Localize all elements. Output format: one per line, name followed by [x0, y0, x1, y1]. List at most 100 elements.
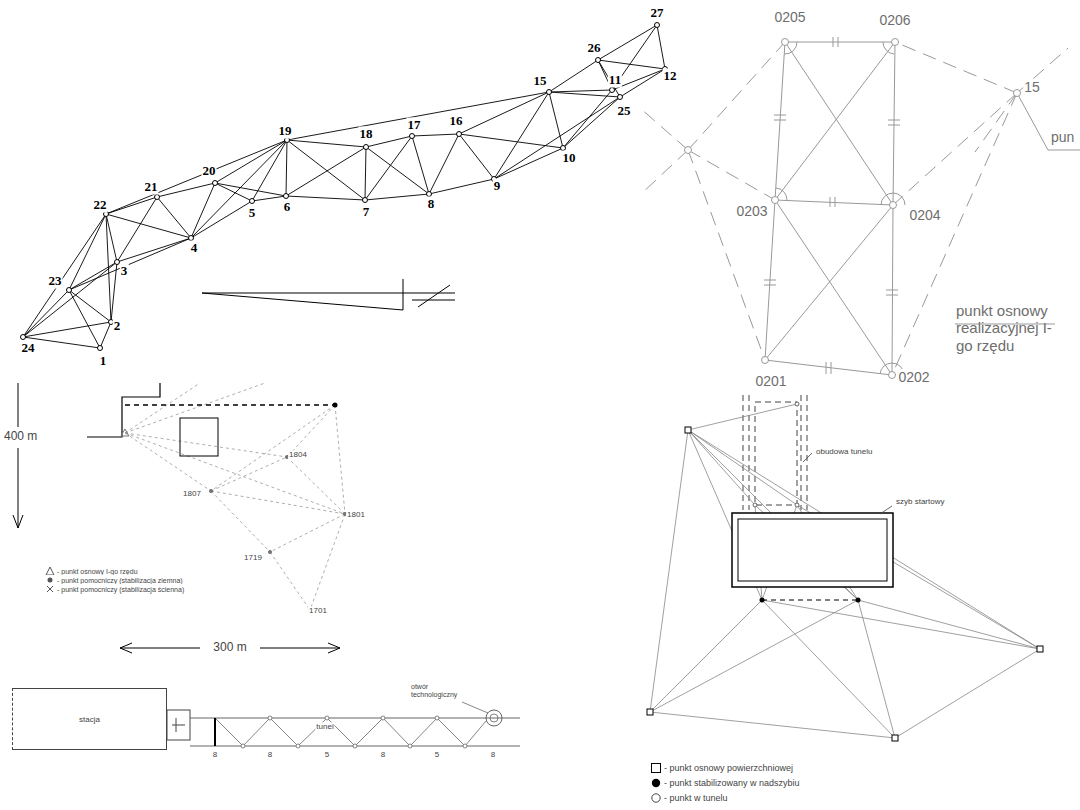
- drawing-part: [762, 357, 769, 364]
- text-label: 0204: [908, 207, 941, 223]
- drawing-part: [772, 197, 779, 204]
- drawing-part: [381, 716, 385, 720]
- dashed-base-line: [125, 404, 335, 405]
- base-point: [333, 403, 338, 408]
- legend-symbol: [45, 584, 55, 594]
- drawing-part: [647, 709, 653, 715]
- angle-arcs: [776, 42, 905, 375]
- drawing-part: [1037, 646, 1043, 652]
- tick-marks: [764, 37, 900, 374]
- legend-shape: [46, 567, 54, 575]
- point-number: 26: [587, 41, 602, 56]
- drawing-part: [250, 199, 255, 204]
- network-lines: [650, 404, 1040, 738]
- point-number: 9: [493, 179, 502, 194]
- legend-item: - punkt w tunelu: [650, 792, 728, 804]
- point-number: 6: [283, 200, 292, 215]
- drawing-part: [410, 134, 415, 139]
- drawing-part: [268, 550, 271, 553]
- legend-symbol: [650, 762, 662, 774]
- drawing-part: [596, 58, 601, 63]
- scale-wedge-symbol: [202, 279, 455, 310]
- point-number: 23: [48, 274, 63, 289]
- drawing-part: [115, 260, 120, 265]
- point-number: 2: [113, 319, 122, 334]
- drawing-part: [284, 194, 289, 199]
- legend-text: - punkt w tunelu: [664, 793, 728, 803]
- point-number: 8: [427, 197, 436, 212]
- text-label: 5: [324, 750, 330, 759]
- shaft-points: [760, 598, 861, 603]
- drawing-part: [241, 744, 245, 748]
- drawing-part: [408, 744, 412, 748]
- text-label: 0205: [773, 9, 806, 25]
- tunnel-walls: [190, 718, 520, 746]
- legend-text: - punkt osnowy I-go rzędu: [57, 568, 138, 575]
- dashed-lines: [640, 42, 1068, 375]
- drawing-part: [889, 372, 896, 379]
- network-lines: [23, 25, 665, 348]
- text-label: pun: [1050, 129, 1075, 145]
- traverse-line: [215, 718, 486, 746]
- technology-hole: [486, 710, 502, 726]
- leader-line: [462, 702, 488, 713]
- point-number: 20: [202, 164, 217, 179]
- drawing-part: [268, 716, 272, 720]
- drawing-part: [795, 402, 799, 406]
- text-label: 1804: [288, 450, 308, 459]
- text-label: 0202: [897, 369, 930, 385]
- text-label: 1807: [182, 489, 202, 498]
- point-number: 1: [99, 354, 108, 369]
- legend-item: - punkt stabilizowany w nadszybiu: [650, 777, 800, 789]
- drawing-part: [685, 427, 691, 433]
- drawing-part: [155, 195, 160, 200]
- network-points: [21, 23, 668, 351]
- legend-text: - punkt stabilizowany w nadszybiu: [664, 778, 800, 788]
- drawing-part: [98, 346, 103, 351]
- drawing-part: [363, 198, 368, 203]
- point-number: 22: [93, 198, 108, 213]
- text-label: otwór technologiczny: [410, 683, 467, 699]
- text-label: 15: [1023, 79, 1041, 95]
- point-number: 10: [562, 151, 577, 166]
- tunnel-lining: [755, 402, 797, 505]
- legend-shape: [652, 794, 660, 802]
- legend-shape: [47, 586, 53, 592]
- text-label: 0206: [878, 12, 911, 28]
- drawing-part: [890, 202, 897, 209]
- text-label: tunel: [315, 722, 334, 731]
- point-number: 15: [533, 74, 548, 89]
- portal-box: [167, 710, 190, 740]
- drawing-part: [1014, 90, 1021, 97]
- point-number: 16: [449, 114, 464, 129]
- drawing-part: [296, 744, 300, 748]
- tunnel-walls: [743, 395, 807, 510]
- point-number: 24: [21, 341, 36, 356]
- drawing-part: [655, 23, 660, 28]
- legend-shape: [48, 578, 53, 583]
- drawing-part: [457, 132, 462, 137]
- traverse-points: [241, 716, 467, 748]
- drawing-part: [892, 735, 898, 741]
- drawing-part: [753, 503, 757, 507]
- station-name: stacja: [79, 715, 100, 724]
- point-number: 25: [617, 104, 632, 119]
- drawing-part: [209, 489, 212, 492]
- drawing-part: [435, 716, 439, 720]
- dimension-arrow: [13, 383, 340, 653]
- text-label: szyb startowy: [895, 497, 945, 506]
- text-label: 5: [434, 750, 440, 759]
- drawing-part: [610, 88, 615, 93]
- point-number: 7: [362, 205, 371, 220]
- legend-shape: [652, 779, 660, 787]
- legend-text: - punkt pomocniczy (stabilizacja ścienna…: [57, 586, 184, 593]
- drawing-part: [21, 335, 26, 340]
- tunnel-points: [753, 402, 799, 507]
- drawing-part: [782, 39, 789, 46]
- point-number: 3: [120, 264, 129, 279]
- drawing-part: [760, 598, 765, 603]
- legend-text: - punkt osnowy powierzchniowej: [664, 763, 793, 773]
- network-lines: [765, 42, 895, 375]
